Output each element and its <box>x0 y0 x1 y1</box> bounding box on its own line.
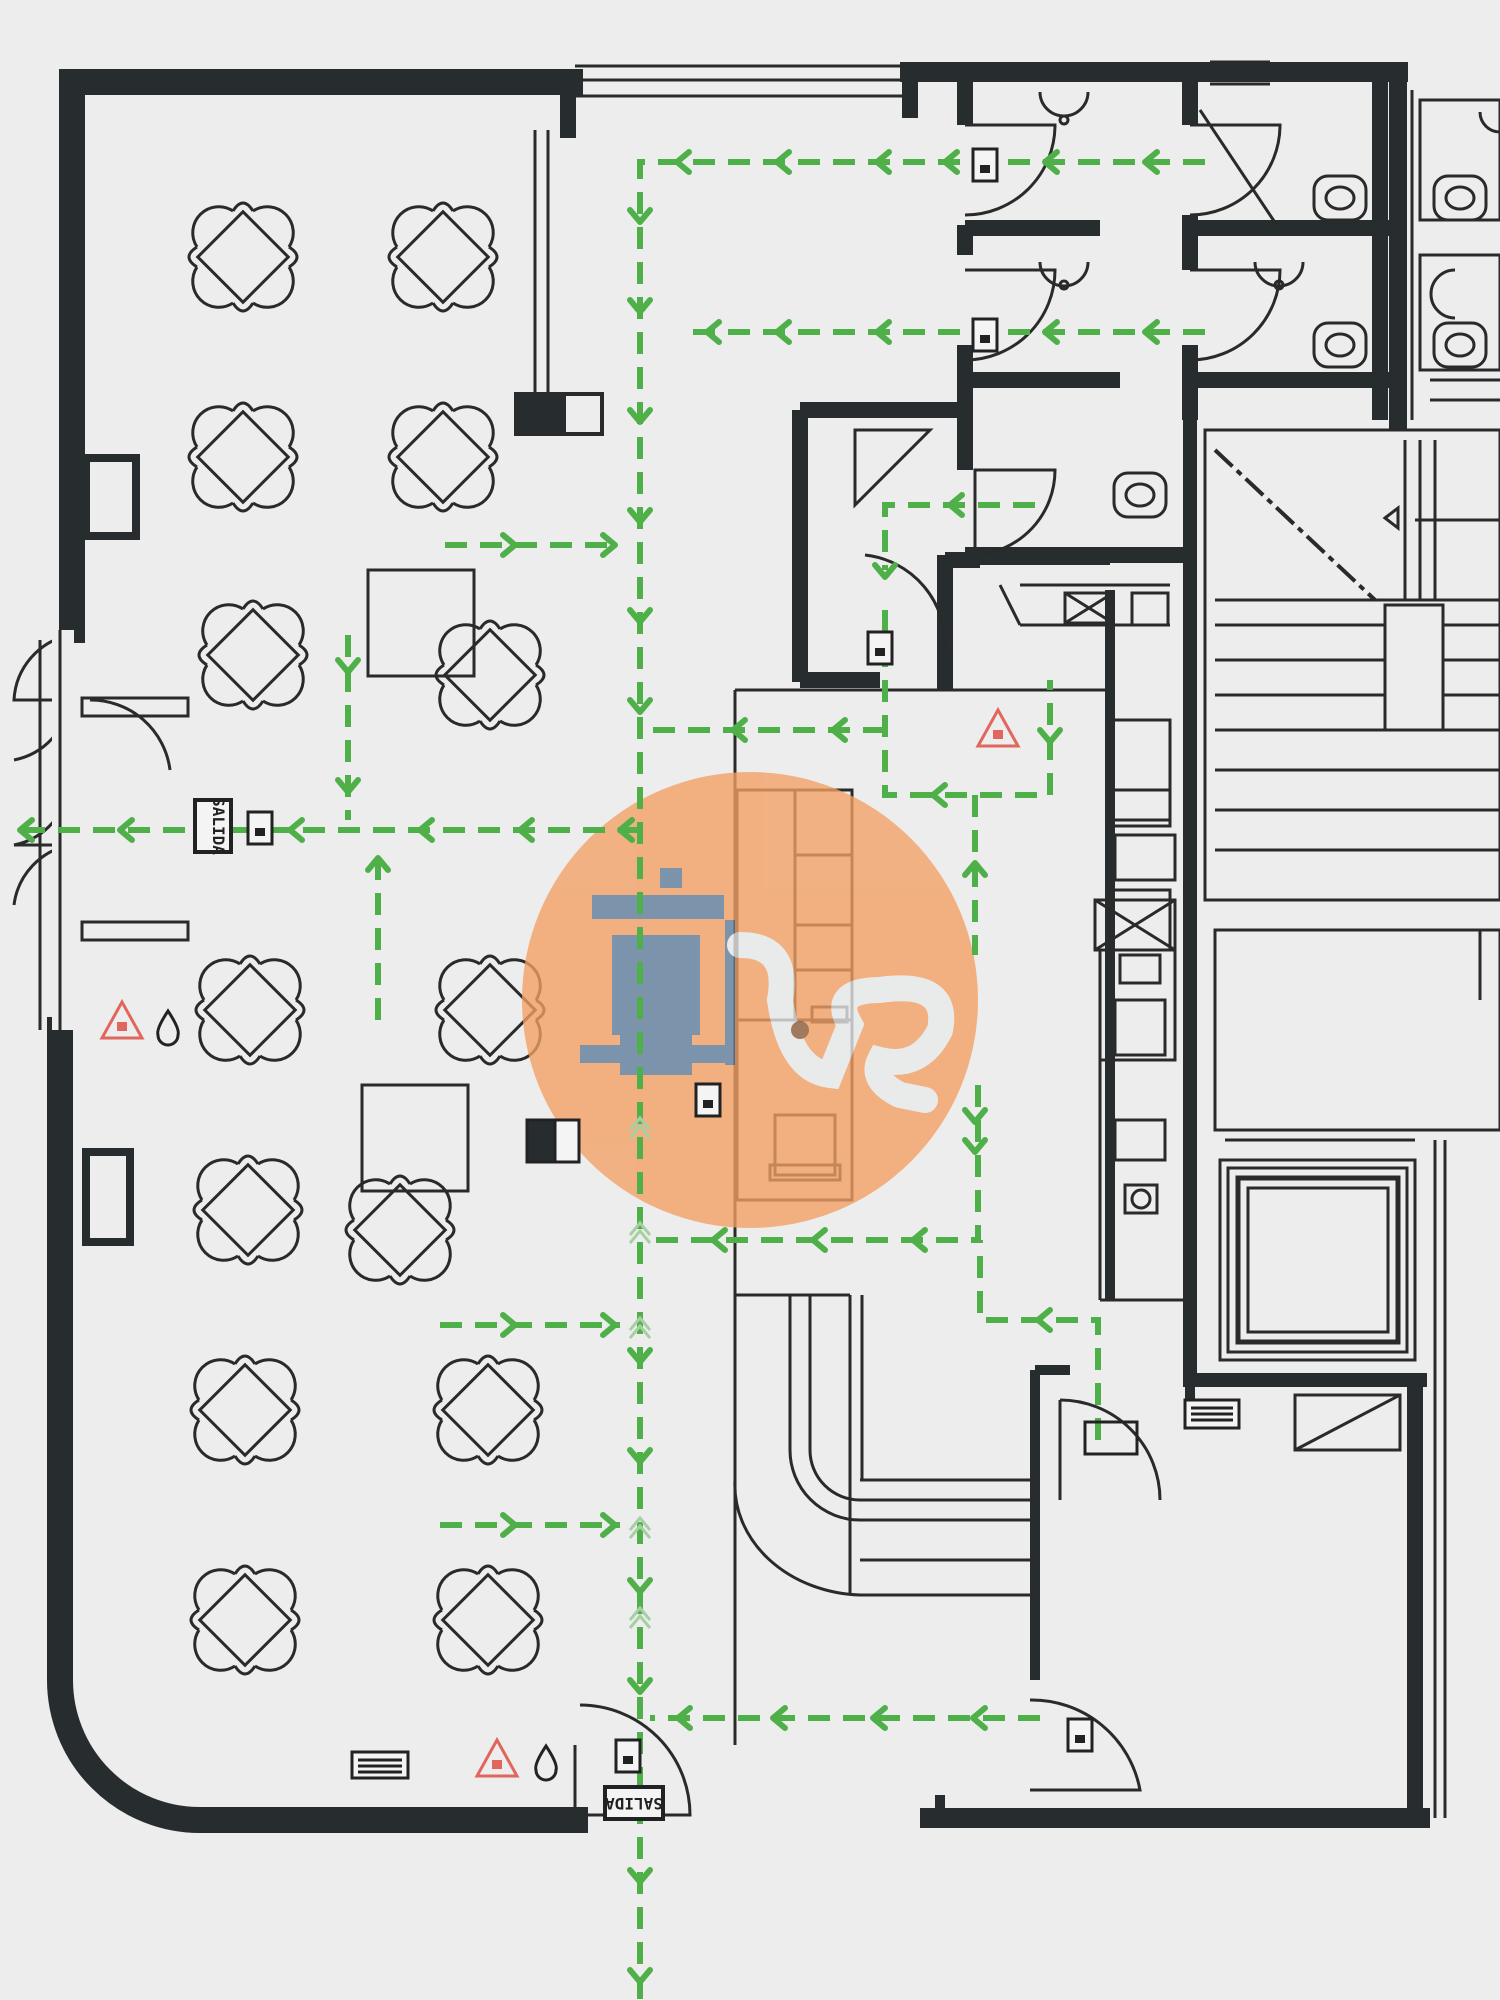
exit-sign: SALIDA <box>603 1785 665 1821</box>
square-tables <box>360 568 476 1193</box>
pillar <box>82 1148 134 1246</box>
elevator <box>1218 1138 1447 1818</box>
exterior-walls <box>47 62 1430 1833</box>
exit-sign-text: SALIDA <box>209 797 228 855</box>
exit-sign: SALIDA <box>193 797 233 855</box>
door-swings <box>579 109 1402 1817</box>
exit-sign-text: SALIDA <box>605 1794 663 1813</box>
sinks <box>1038 91 1500 320</box>
stairwell <box>1203 428 1500 1132</box>
emergency-light-icon <box>350 1118 1241 1780</box>
window <box>575 60 1270 98</box>
evacuation-arrowheads <box>17 149 1160 1985</box>
pillar <box>82 454 140 540</box>
partition <box>533 130 550 395</box>
logo-watermark <box>522 772 978 1228</box>
column-fill <box>516 394 566 434</box>
far-right-fixtures <box>1410 90 1500 420</box>
chevrons <box>628 1115 652 1629</box>
